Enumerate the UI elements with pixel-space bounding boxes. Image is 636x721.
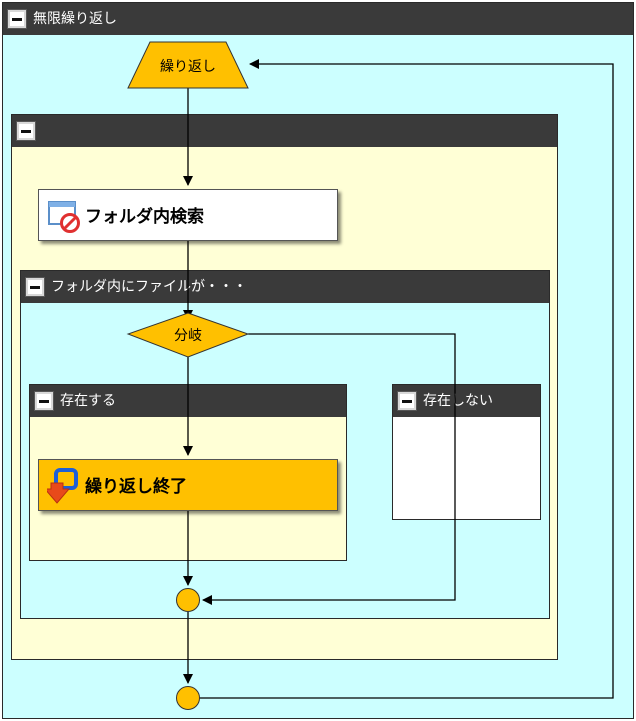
inner-group-collapse-button[interactable] <box>16 121 36 141</box>
inner-group-header <box>12 115 557 147</box>
folder-search-label: フォルダ内検索 <box>85 207 204 227</box>
outer-loop-header: 無限繰り返し <box>3 3 633 35</box>
branch-label: 分岐 <box>174 328 202 344</box>
loop-exit-icon <box>47 468 78 504</box>
loop-exit-action[interactable]: 繰り返し終了 <box>38 459 338 511</box>
branch-true-title: 存在する <box>60 393 116 409</box>
condition-group-title: フォルダ内にファイルが・・・ <box>51 279 247 295</box>
loop-start-label: 繰り返し <box>160 59 216 75</box>
folder-search-icon <box>48 201 80 233</box>
branch-false-title: 存在しない <box>423 393 493 409</box>
branch-true-collapse-button[interactable] <box>34 391 54 411</box>
branch-false-collapse-button[interactable] <box>397 391 417 411</box>
condition-group-collapse-button[interactable] <box>25 277 45 297</box>
branch-true-header: 存在する <box>30 385 346 417</box>
outer-loop-title: 無限繰り返し <box>33 11 117 27</box>
branch-false-header: 存在しない <box>393 385 540 417</box>
condition-group-header: フォルダ内にファイルが・・・ <box>21 271 549 303</box>
folder-search-action[interactable]: フォルダ内検索 <box>38 189 338 241</box>
branch-false-group[interactable]: 存在しない <box>392 384 541 520</box>
loop-exit-label: 繰り返し終了 <box>85 477 187 497</box>
outer-loop-collapse-button[interactable] <box>7 9 27 29</box>
